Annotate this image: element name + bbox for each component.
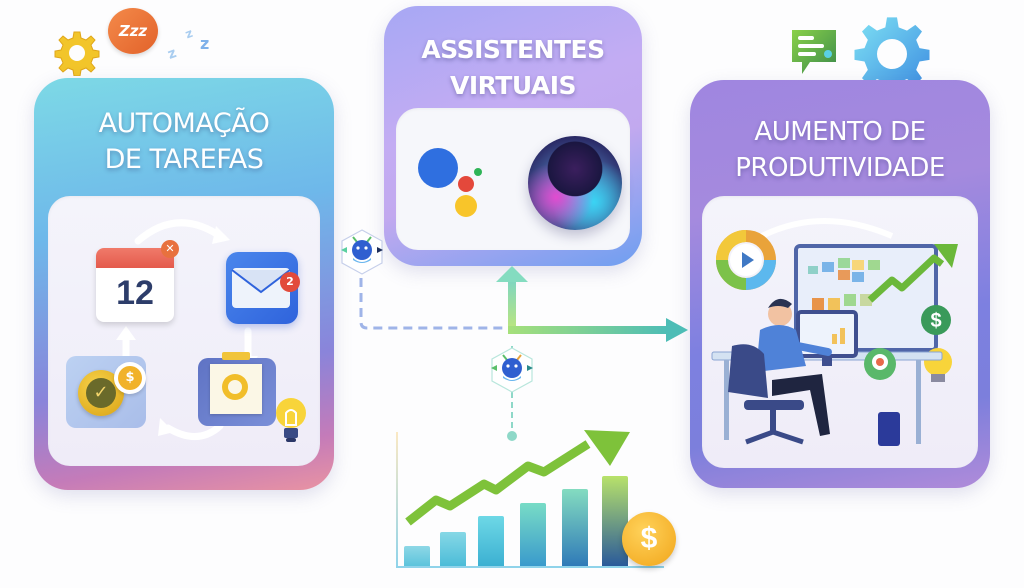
calendar-icon: 12	[96, 248, 174, 322]
gear-icon	[54, 31, 100, 76]
title-line: PRODUTIVIDADE	[735, 153, 945, 183]
email-badge: 2	[280, 272, 300, 292]
clipboard-chart-icon	[198, 352, 276, 426]
siri-orb-icon	[528, 136, 622, 230]
chart-y-axis	[396, 432, 398, 568]
gear-icon	[854, 17, 930, 93]
assistants-illustration	[396, 108, 630, 250]
title-line: DE TAREFAS	[104, 144, 264, 175]
title-line: VIRTUAIS	[449, 71, 577, 100]
title-line: AUMENTO DE	[754, 117, 926, 147]
robot-node-icon	[489, 346, 535, 393]
chat-bubble-icon	[792, 30, 836, 74]
lightbulb-icon	[276, 398, 306, 442]
person-at-desk-illustration: $	[711, 218, 958, 446]
play-circle-icon	[716, 230, 776, 290]
chart-bar	[478, 516, 504, 566]
calendar-day: 12	[116, 274, 154, 312]
chart-bar	[520, 503, 546, 566]
trend-up-arrow-icon	[867, 244, 958, 303]
title-line: ASSISTENTES	[421, 35, 605, 64]
chart-bar	[404, 546, 430, 566]
virtual-assistants-card: ASSISTENTES VIRTUAIS	[384, 6, 642, 266]
chart-bar	[602, 476, 628, 566]
card-title: ASSISTENTES VIRTUAIS	[384, 32, 642, 104]
task-check-coin-icon: ✓ $	[66, 356, 146, 428]
title-line: AUTOMAÇÃO	[98, 108, 270, 139]
google-assistant-icon	[418, 148, 482, 217]
task-automation-card: AUTOMAÇÃO DE TAREFAS 12 ✕ 2	[34, 78, 334, 490]
growth-bar-chart: $	[388, 426, 676, 576]
trend-up-arrow-icon	[405, 430, 630, 526]
chart-x-axis	[396, 566, 664, 568]
robot-node-icon	[339, 228, 385, 275]
close-badge-icon: ✕	[161, 240, 179, 258]
productivity-illustration: $	[702, 196, 978, 468]
card-title: AUMENTO DE PRODUTIVIDADE	[690, 114, 990, 186]
sleep-bubble-text: Zzz	[118, 22, 148, 40]
card-title: AUTOMAÇÃO DE TAREFAS	[34, 106, 334, 178]
email-icon	[226, 252, 298, 324]
sleep-bubble-icon: Zzz	[108, 8, 158, 54]
dollar-coin-icon: $	[622, 512, 676, 566]
dollar-coin-icon: $	[921, 305, 951, 335]
chart-bar	[562, 489, 588, 566]
floating-z-icon: z	[200, 34, 210, 53]
svg-text:$: $	[930, 310, 941, 332]
productivity-card: AUMENTO DE PRODUTIVIDADE	[690, 80, 990, 488]
chart-bar	[440, 532, 466, 566]
automation-illustration: 12 ✕ 2 ✓ $	[48, 196, 320, 466]
